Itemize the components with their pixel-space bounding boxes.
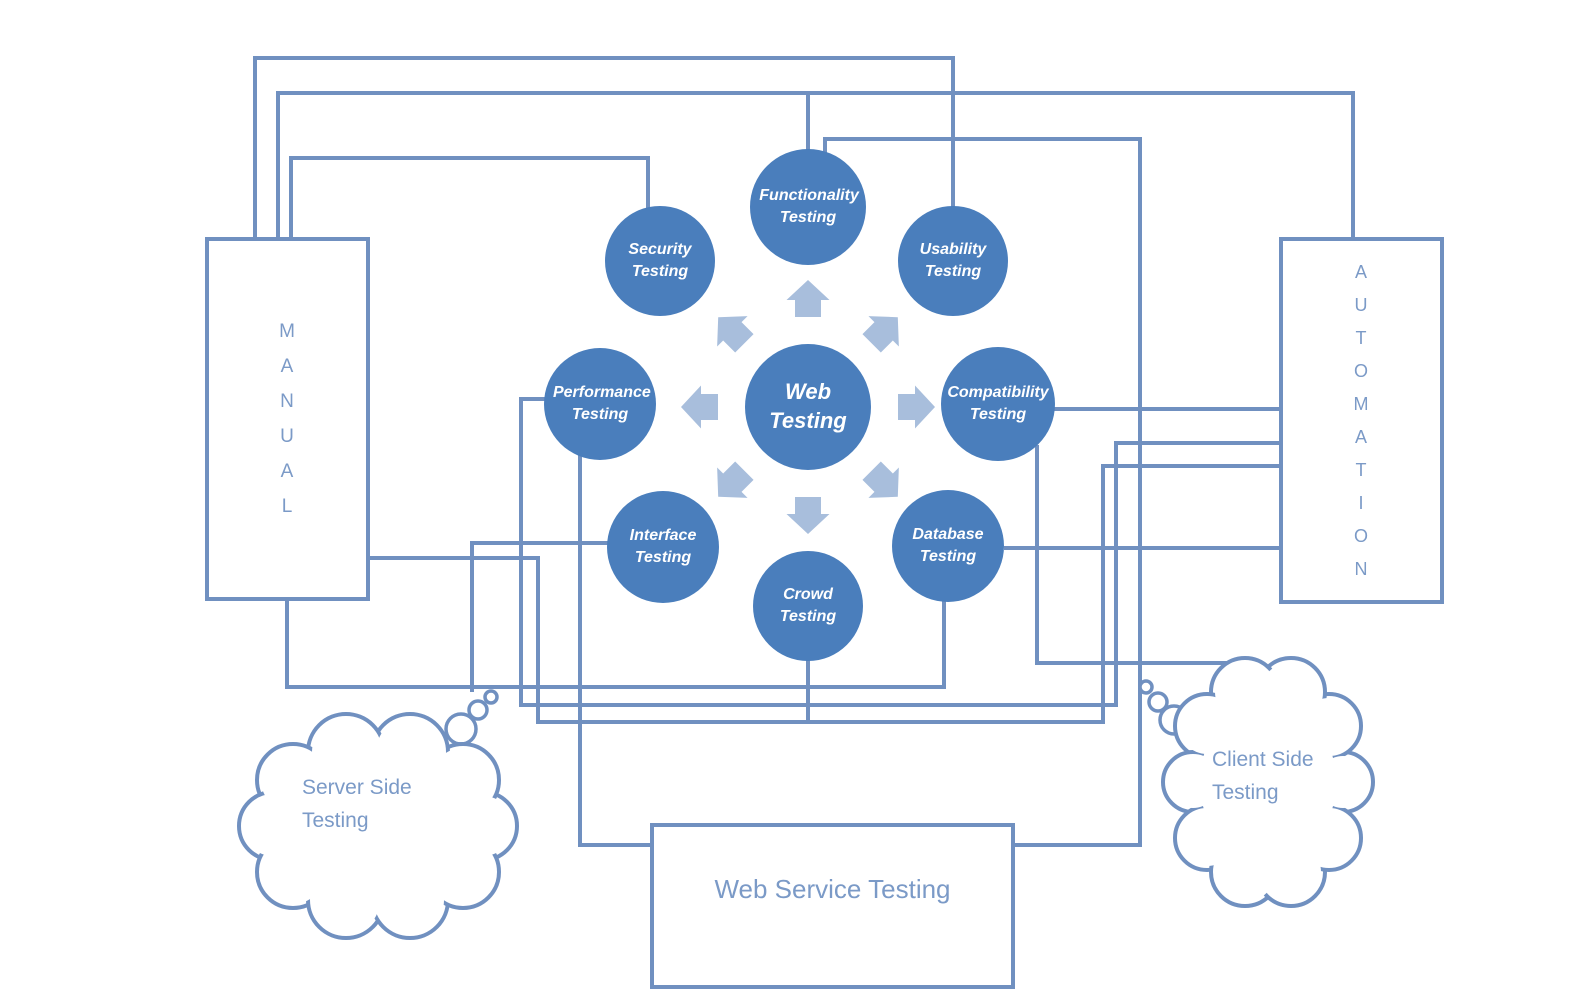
server-cloud-body — [237, 712, 519, 940]
web-service-testing-label: Web Service Testing — [714, 874, 951, 904]
node-interface-testing: Interface Testing — [607, 491, 719, 603]
node-web-testing: Web Testing — [745, 344, 871, 470]
node-database-testing: Database Testing — [892, 490, 1004, 602]
arrow-southwest — [717, 461, 754, 498]
node-interface-testing-label: Interface Testing — [629, 527, 697, 566]
arrow-southeast — [862, 461, 899, 498]
node-database-testing-label: Database Testing — [912, 526, 984, 565]
node-crowd-testing: Crowd Testing — [753, 551, 863, 661]
web-service-testing-box — [650, 823, 1015, 989]
server-cloud — [237, 689, 519, 940]
arrow-north — [786, 280, 830, 317]
node-functionality-testing-label: Functionality Testing — [759, 187, 859, 226]
node-compatibility-testing: Compatibility Testing — [941, 347, 1055, 461]
arrow-northeast — [862, 316, 899, 353]
node-crowd-testing-label: Crowd Testing — [779, 586, 837, 625]
node-usability-testing: Usability Testing — [898, 206, 1008, 316]
arrow-northwest — [717, 316, 754, 353]
node-performance-testing: Performance Testing — [544, 348, 656, 460]
client-cloud-label: Client Side Testing — [1212, 748, 1314, 804]
hub-arrows — [681, 280, 935, 534]
arrow-south — [786, 497, 830, 534]
client-cloud-body — [1161, 656, 1375, 908]
arrow-east — [898, 385, 935, 429]
server-cloud-label: Server Side Testing — [302, 776, 412, 832]
node-security-testing-label: Security Testing — [628, 241, 692, 280]
node-usability-testing-label: Usability Testing — [919, 241, 987, 280]
node-compatibility-testing-label: Compatibility Testing — [947, 384, 1049, 423]
node-security-testing: Security Testing — [605, 206, 715, 316]
node-web-testing-label: Web Testing — [769, 379, 847, 433]
node-functionality-testing: Functionality Testing — [750, 149, 866, 265]
arrow-west — [681, 385, 718, 429]
client-cloud — [1138, 656, 1375, 908]
node-performance-testing-label: Performance Testing — [552, 384, 651, 423]
